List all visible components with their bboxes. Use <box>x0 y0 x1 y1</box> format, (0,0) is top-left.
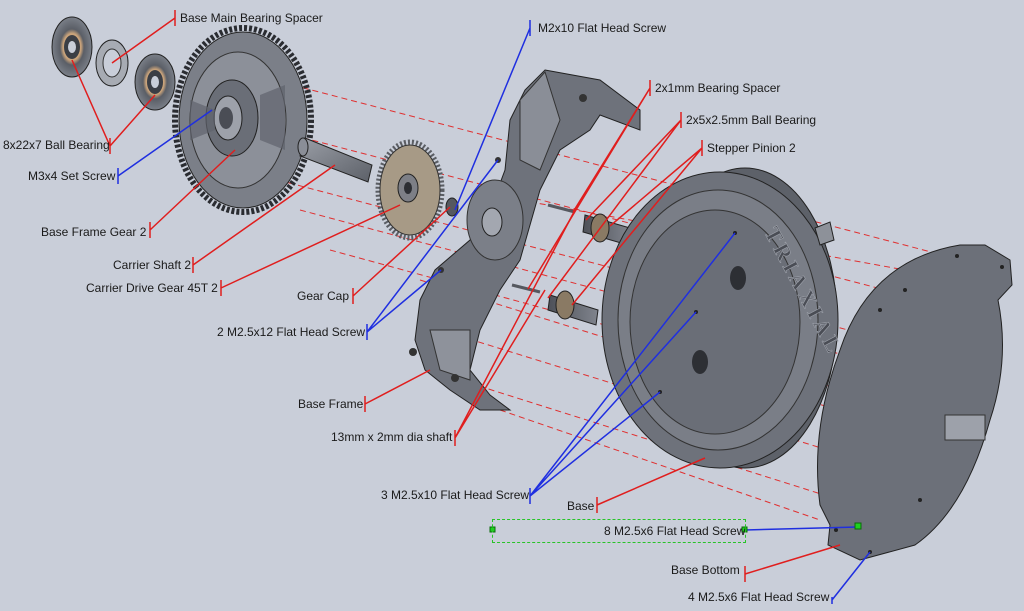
callout-base-frame-gear-2[interactable]: Base Frame Gear 2 <box>41 225 147 239</box>
callout-2-m2-5x12-flat-head-screw[interactable]: 2 M2.5x12 Flat Head Screw <box>217 325 366 339</box>
base-frame-part <box>409 69 641 411</box>
leader-lines-red <box>71 10 841 582</box>
callout-13mm-shaft[interactable]: 13mm x 2mm dia shaft <box>331 430 453 444</box>
callout-base[interactable]: Base <box>567 499 595 513</box>
callout-selection-box <box>492 519 746 543</box>
callout-base-frame[interactable]: Base Frame <box>298 397 364 411</box>
callout-8x22x7-ball-bearing[interactable]: 8x22x7 Ball Bearing <box>3 138 110 152</box>
leader-lines-blue <box>117 20 871 604</box>
ball-bearing-8x22x7-right <box>134 53 176 111</box>
callout-stepper-pinion-2[interactable]: Stepper Pinion 2 <box>707 141 796 155</box>
carrier-drive-gear <box>375 139 445 241</box>
callout-carrier-shaft-2[interactable]: Carrier Shaft 2 <box>113 258 192 272</box>
callout-3-m2-5x10-flat-head-screw[interactable]: 3 M2.5x10 Flat Head Screw <box>381 488 530 502</box>
base-bottom-part <box>817 244 1013 561</box>
callout-carrier-drive-gear-45t-2[interactable]: Carrier Drive Gear 45T 2 <box>86 281 218 295</box>
ball-bearing-8x22x7-left <box>51 16 93 78</box>
gear-cap <box>445 197 459 217</box>
callout-m3x4-set-screw[interactable]: M3x4 Set Screw <box>28 169 116 183</box>
stepper-pinion-lower <box>547 290 599 326</box>
callout-8-m2-5x6-flat-head-screw[interactable]: 8 M2.5x6 Flat Head Screw <box>604 524 746 538</box>
base-frame-gear <box>172 25 314 215</box>
callout-gear-cap[interactable]: Gear Cap <box>297 289 350 303</box>
callout-base-main-bearing-spacer[interactable]: Base Main Bearing Spacer <box>180 11 323 25</box>
callout-m2x10-flat-head-screw[interactable]: M2x10 Flat Head Screw <box>538 21 667 35</box>
callout-2x5x2-5mm-ball-bearing[interactable]: 2x5x2.5mm Ball Bearing <box>686 113 817 127</box>
base-part: TRIAXIAL <box>601 167 849 469</box>
callout-2x1mm-bearing-spacer[interactable]: 2x1mm Bearing Spacer <box>655 81 781 95</box>
carrier-shaft <box>297 137 373 183</box>
callout-base-bottom[interactable]: Base Bottom <box>671 563 740 577</box>
callout-4-m2-5x6-flat-head-screw[interactable]: 4 M2.5x6 Flat Head Screw <box>688 590 830 604</box>
small-shaft-lower <box>511 283 541 294</box>
small-shaft-upper <box>547 203 576 214</box>
